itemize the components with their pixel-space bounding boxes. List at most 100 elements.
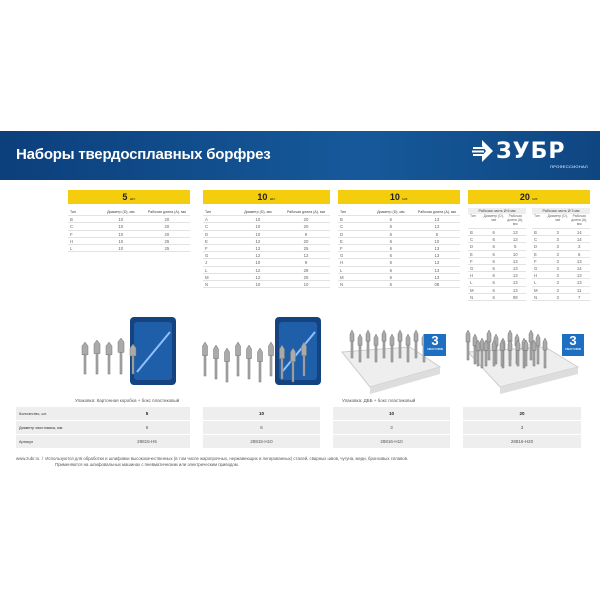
blue-case-5 [130, 317, 176, 385]
burr-bit [413, 329, 419, 359]
burr-bit [129, 343, 137, 375]
burr-bit [268, 341, 274, 377]
burr-bit [499, 339, 505, 367]
header-banner: Наборы твердосплавных борфрез [0, 131, 600, 180]
burr-bit [475, 339, 481, 367]
burr-bit [389, 333, 395, 363]
burr-bit [405, 333, 411, 363]
set-count-header: 20 шт. [468, 190, 590, 204]
burr-bit [246, 344, 252, 380]
burr-bit [491, 339, 497, 367]
burr-bit [542, 337, 548, 369]
burr-bit [486, 329, 492, 361]
burr-bit [483, 339, 489, 367]
burr-bit [290, 347, 296, 383]
set-count-header: 5 шт. [68, 190, 190, 204]
burr-bit [531, 339, 537, 367]
burr-bit [515, 339, 521, 367]
burr-bit [507, 339, 513, 367]
burr-bit [257, 347, 263, 383]
burr-bit [202, 341, 208, 377]
burr-bit [465, 329, 471, 361]
set-count-header: 10 шт. [203, 190, 330, 204]
packaging-note: Упаковка: ДББ + бокс пластиковый [342, 398, 416, 403]
burr-bit [93, 339, 101, 375]
burr-bit [213, 344, 219, 380]
burr-bit [373, 333, 379, 363]
site-link[interactable]: www.zubr.ru [16, 456, 40, 461]
burr-bit [528, 329, 534, 361]
burr-bit [479, 337, 485, 369]
product-images-set-3-4 [341, 329, 580, 394]
page-title: Наборы твердосплавных борфрез [16, 146, 271, 163]
burr-bit [397, 329, 403, 359]
product-images-set-1-2 [81, 317, 321, 385]
burr-bit [523, 339, 529, 367]
burr-bit [224, 347, 230, 383]
burr-bit [235, 341, 241, 377]
packaging-note: Упаковка: Картонная коробка + бокс пласт… [75, 398, 180, 403]
burr-bit [535, 333, 541, 365]
burr-bit [301, 341, 307, 377]
burr-bit [105, 341, 113, 375]
burr-bit [357, 333, 363, 363]
burr-bit [349, 329, 355, 359]
blue-case-10 [275, 317, 321, 385]
zubr-logo: ЗУБР ПРОФЕССИОНАЛ [472, 139, 590, 171]
